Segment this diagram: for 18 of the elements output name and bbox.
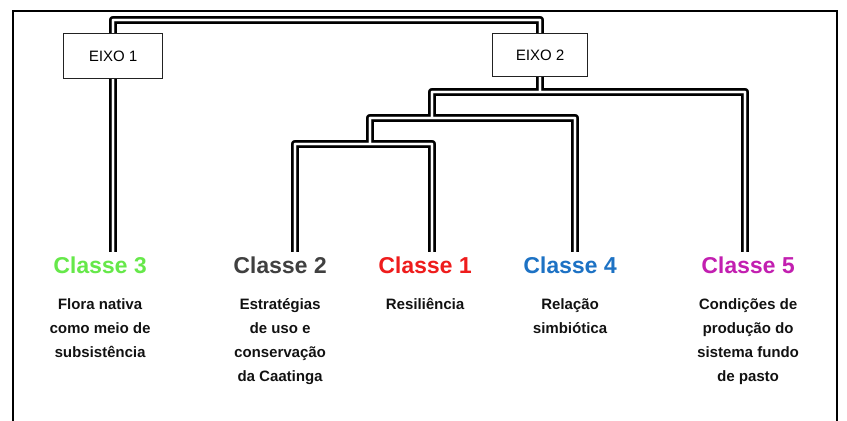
connector-line: [109, 16, 544, 33]
connector-line: [432, 114, 579, 252]
class-heading: Classe 1: [378, 252, 472, 279]
class-heading: Classe 5: [701, 252, 795, 279]
class-description: Flora nativa como meio de subsistência: [48, 295, 152, 363]
class-heading: Classe 2: [233, 252, 327, 279]
connector-line: [370, 140, 436, 252]
connector-line: [109, 79, 117, 252]
connector-line: [291, 140, 370, 252]
axis-box: EIXO 1: [63, 33, 163, 79]
class-heading: Classe 3: [53, 252, 147, 279]
axis-box: EIXO 2: [492, 33, 588, 77]
class-heading: Classe 4: [523, 252, 617, 279]
class-description: Condições de produção do sistema fundo de pasto: [696, 295, 800, 387]
class-description: Resiliência: [384, 295, 466, 315]
connector-line: [540, 88, 749, 252]
class-description: Estratégias de uso e conservação da Caatinga: [233, 295, 327, 387]
class-description: Relação simbiótica: [532, 295, 608, 339]
